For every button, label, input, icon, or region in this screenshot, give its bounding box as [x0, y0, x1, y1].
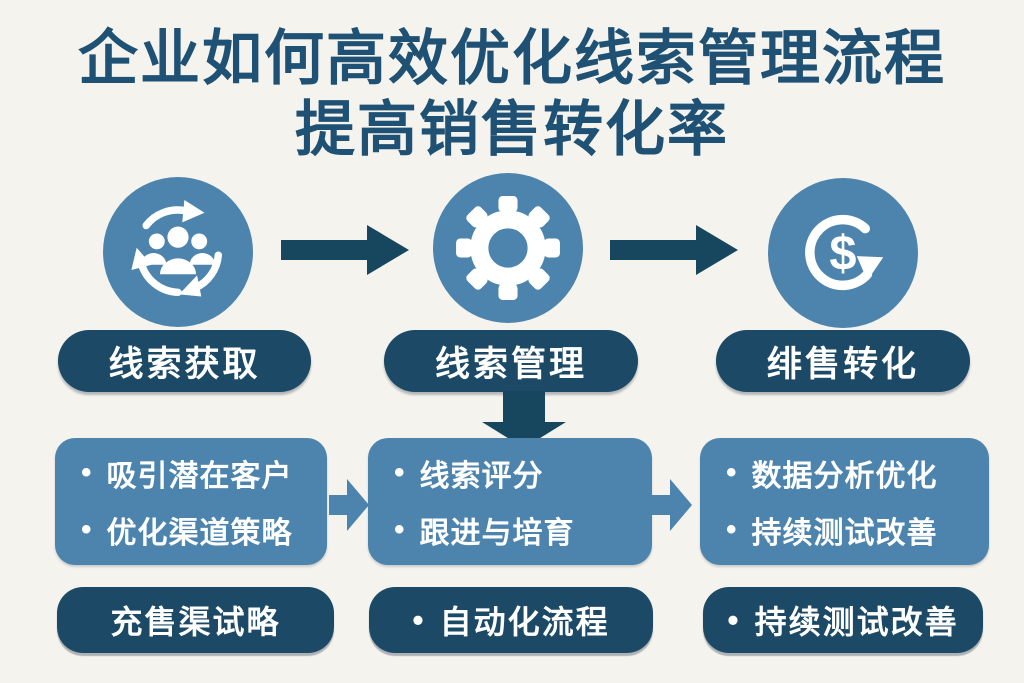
- detail-box-conversion: • 数据分析优化 • 持续测试改善: [700, 438, 989, 565]
- detail-item-text: 数据分析优化: [751, 460, 938, 493]
- stage-circle-lead-acquisition: [103, 177, 253, 327]
- gear-icon: [456, 196, 560, 300]
- bottom-box-automation: • 自动化流程: [369, 587, 653, 653]
- flow-arrow-down: [482, 391, 566, 448]
- flow-arrow-right-2: [610, 225, 738, 275]
- list-item: • 数据分析优化: [726, 451, 989, 495]
- bottom-box-text: 充售渠试略: [110, 604, 281, 640]
- flow-arrow-right-1: [281, 225, 409, 275]
- stage-label-text: 线索获取: [108, 344, 261, 384]
- bottom-box-text: 持续测试改善: [754, 604, 959, 640]
- list-item: • 优化渠道策略: [81, 508, 327, 552]
- stage-circle-lead-management: [433, 173, 583, 323]
- detail-item-text: 优化渠道策略: [106, 517, 293, 550]
- detail-box-management: • 线索评分 • 跟进与培育: [368, 438, 652, 565]
- title-line-1: 企业如何高效优化线索管理流程: [78, 25, 946, 92]
- dollar-cycle-icon: $: [805, 214, 884, 291]
- bullet-dot: •: [727, 601, 741, 638]
- bottom-box-strategy: 充售渠试略: [57, 587, 334, 653]
- detail-box-acquisition: • 吸引潜在客户 • 优化渠道策略: [55, 438, 327, 565]
- dollar-glyph: $: [829, 227, 856, 281]
- bottom-box-testing: • 持续测试改善: [703, 587, 983, 653]
- bullet-dot: •: [726, 456, 738, 489]
- stage-label-sales-conversion: 绯售转化: [716, 330, 970, 392]
- bullet-dot: •: [394, 513, 406, 546]
- detail-arrow-right-1: [329, 479, 369, 531]
- detail-item-text: 线索评分: [419, 460, 544, 493]
- people-cycle-icon: [131, 200, 222, 297]
- stage-label-text: 线索管理: [434, 344, 587, 384]
- detail-item-text: 吸引潜在客户: [106, 460, 293, 493]
- stage-circle-sales-conversion: $: [768, 178, 918, 328]
- bullet-dot: •: [726, 513, 738, 546]
- list-item: • 线索评分: [394, 451, 652, 495]
- bottom-box-text: 自动化流程: [439, 604, 610, 640]
- stage-label-text: 绯售转化: [766, 344, 919, 384]
- list-item: • 吸引潜在客户: [81, 451, 327, 495]
- detail-arrow-right-2: [652, 479, 692, 531]
- detail-item-text: 持续测试改善: [751, 517, 938, 550]
- bullet-dot: •: [412, 601, 426, 638]
- list-item: • 持续测试改善: [726, 508, 989, 552]
- bullet-dot: •: [81, 456, 93, 489]
- stage-label-lead-management: 线索管理: [384, 330, 638, 392]
- stage-label-lead-acquisition: 线索获取: [58, 330, 311, 392]
- page-title: 企业如何高效优化线索管理流程 提高销售转化率: [0, 24, 1024, 166]
- bullet-dot: •: [81, 513, 93, 546]
- bullet-dot: •: [394, 456, 406, 489]
- detail-item-text: 跟进与培育: [419, 517, 575, 550]
- list-item: • 跟进与培育: [394, 508, 652, 552]
- title-line-2: 提高销售转化率: [295, 95, 729, 163]
